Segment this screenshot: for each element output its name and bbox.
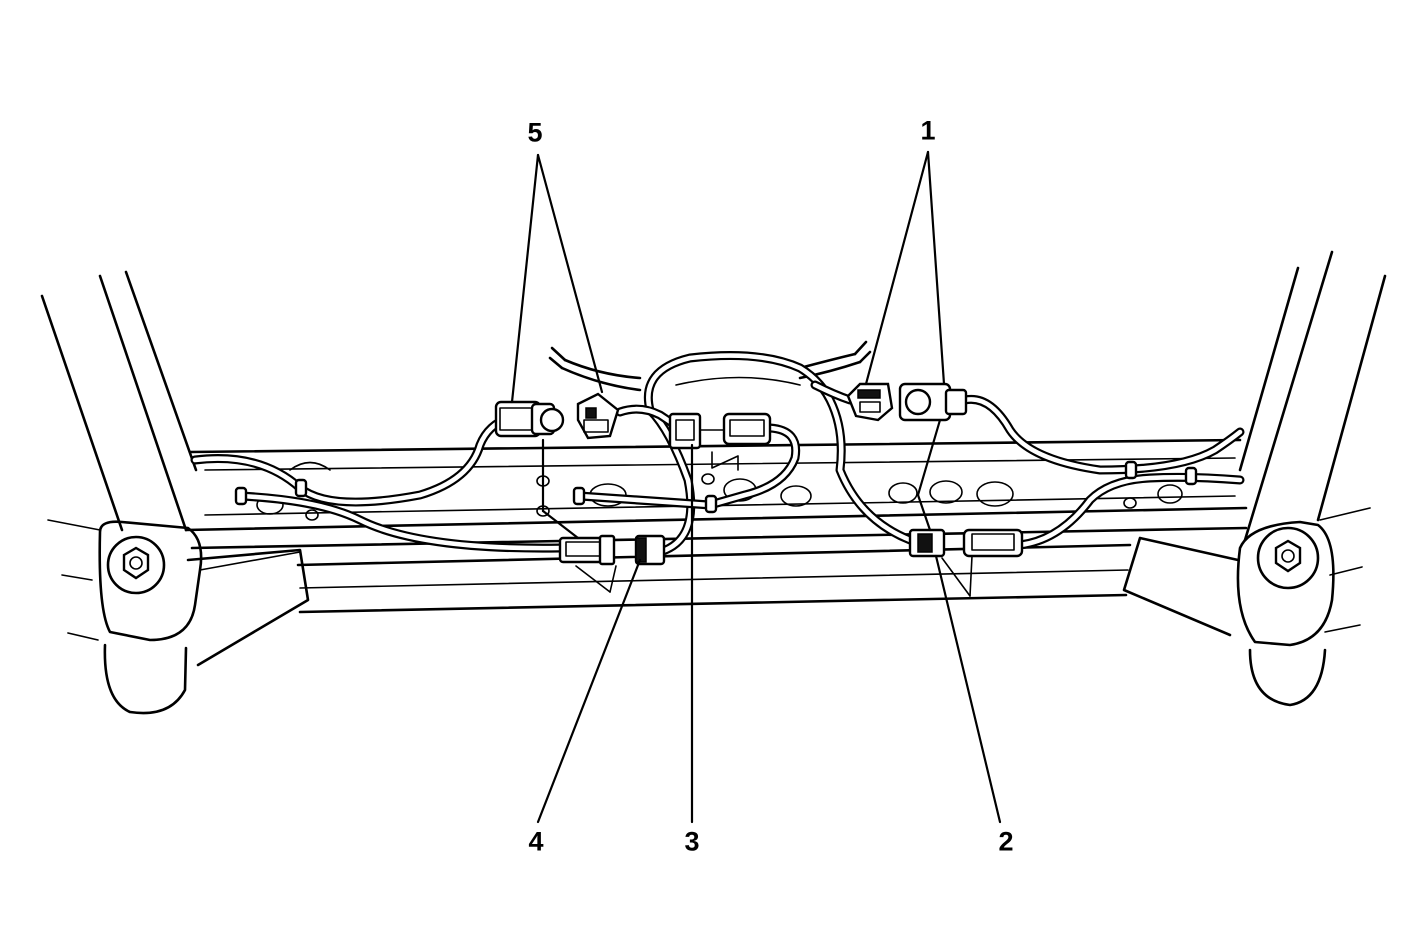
connector-pair-4 bbox=[558, 534, 666, 593]
connector-pair-2 bbox=[908, 528, 1024, 597]
callout-label-1: 1 bbox=[920, 115, 936, 146]
leader-lines bbox=[510, 150, 1002, 824]
callout-label-2: 2 bbox=[998, 826, 1014, 857]
connector-pair-5 bbox=[494, 392, 620, 440]
connector-pair-1 bbox=[846, 382, 968, 422]
right-strut bbox=[1122, 250, 1387, 707]
callout-label-5: 5 bbox=[527, 117, 543, 148]
wiring-harness bbox=[190, 351, 1245, 557]
callout-label-3: 3 bbox=[684, 826, 700, 857]
connector-pair-3 bbox=[668, 412, 772, 471]
callout-label-4: 4 bbox=[528, 826, 544, 857]
left-strut bbox=[40, 270, 310, 715]
background-tubes bbox=[548, 340, 872, 392]
